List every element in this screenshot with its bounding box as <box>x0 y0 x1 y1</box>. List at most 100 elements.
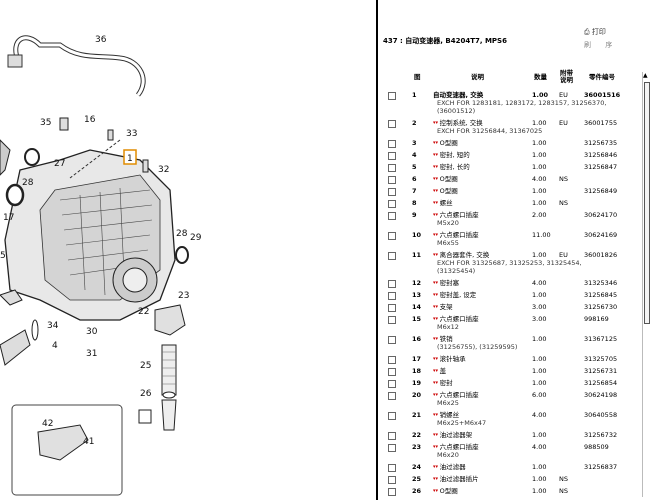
row-description: ▾▾ 盖 <box>433 367 447 375</box>
row-unit: EU <box>559 119 568 127</box>
print-button[interactable]: ⎙ 打印 <box>584 28 606 36</box>
row-note: EXCH FOR 1283181, 1283172, 1283157, 3125… <box>437 99 607 107</box>
callout-4[interactable]: 4 <box>52 341 58 351</box>
row-checkbox[interactable] <box>388 152 396 160</box>
scroll-thumb[interactable] <box>644 82 650 324</box>
row-checkbox[interactable] <box>388 464 396 472</box>
callout-16[interactable]: 16 <box>84 115 96 125</box>
header-fig: 图 <box>414 73 421 81</box>
row-description: ▾▾ 密封, 长的 <box>433 163 470 171</box>
row-part-number[interactable]: 31367125 <box>584 335 618 343</box>
row-checkbox[interactable] <box>388 432 396 440</box>
row-part-number[interactable]: 36001826 <box>584 251 618 259</box>
callout-27[interactable]: 27 <box>54 159 65 169</box>
callout-17[interactable]: 17 <box>3 213 14 223</box>
row-checkbox[interactable] <box>388 120 396 128</box>
callout-26[interactable]: 26 <box>140 389 152 399</box>
callout-25[interactable]: 25 <box>140 361 151 371</box>
callout-28[interactable]: 28 <box>22 178 34 188</box>
row-part-number[interactable]: 30640558 <box>584 411 618 419</box>
row-quantity: 1.00 <box>532 139 547 147</box>
row-checkbox[interactable] <box>388 488 396 496</box>
row-part-number[interactable]: 36001516 <box>584 91 621 99</box>
row-checkbox[interactable] <box>388 140 396 148</box>
row-checkbox[interactable] <box>388 336 396 344</box>
row-unit: EU <box>559 91 568 99</box>
row-part-number[interactable]: 31256837 <box>584 463 618 471</box>
row-checkbox[interactable] <box>388 304 396 312</box>
callout-32[interactable]: 32 <box>158 165 169 175</box>
parts-scrollbar[interactable]: ▲ <box>642 72 650 497</box>
row-checkbox[interactable] <box>388 200 396 208</box>
row-checkbox[interactable] <box>388 368 396 376</box>
row-part-number[interactable]: 31256854 <box>584 379 618 387</box>
row-part-number[interactable]: 31325705 <box>584 355 618 363</box>
header-part-number: 零件编号 <box>589 73 615 81</box>
row-part-number[interactable]: 31325346 <box>584 279 618 287</box>
row-part-number[interactable]: 31256735 <box>584 139 618 147</box>
row-part-number[interactable]: 31256846 <box>584 151 618 159</box>
row-part-number[interactable]: 31256732 <box>584 431 618 439</box>
callout-22[interactable]: 22 <box>138 307 149 317</box>
callout-23[interactable]: 23 <box>178 291 189 301</box>
row-checkbox[interactable] <box>388 252 396 260</box>
row-checkbox[interactable] <box>388 392 396 400</box>
callout-33[interactable]: 33 <box>126 129 137 139</box>
row-quantity: 4.00 <box>532 411 547 419</box>
row-fig-number: 7 <box>412 187 417 195</box>
row-quantity: 1.00 <box>532 199 547 207</box>
row-quantity: 1.00 <box>532 163 547 171</box>
row-part-number[interactable]: 998169 <box>584 315 609 323</box>
row-checkbox[interactable] <box>388 176 396 184</box>
row-checkbox[interactable] <box>388 232 396 240</box>
row-note: EXCH FOR 31256844, 31367025 <box>437 127 543 135</box>
callout-42[interactable]: 42 <box>42 419 53 429</box>
callout-41[interactable]: 41 <box>83 437 94 447</box>
callout-1-highlight[interactable] <box>123 149 137 165</box>
row-checkbox[interactable] <box>388 292 396 300</box>
row-fig-number: 2 <box>412 119 417 127</box>
callout-35[interactable]: 35 <box>40 118 51 128</box>
row-part-number[interactable]: 30624198 <box>584 391 618 399</box>
row-checkbox[interactable] <box>388 444 396 452</box>
row-fig-number: 13 <box>412 291 422 299</box>
row-part-number[interactable]: 31256849 <box>584 187 618 195</box>
callout-36[interactable]: 36 <box>95 35 107 45</box>
callout-30[interactable]: 30 <box>86 327 98 337</box>
row-checkbox[interactable] <box>388 164 396 172</box>
row-quantity: 1.00 <box>532 119 547 127</box>
row-part-number[interactable]: 31256847 <box>584 163 618 171</box>
row-checkbox[interactable] <box>388 356 396 364</box>
row-description: ▾▾ 六点螺口插座 <box>433 443 479 451</box>
row-checkbox[interactable] <box>388 380 396 388</box>
row-fig-number: 5 <box>412 163 417 171</box>
callout-28[interactable]: 28 <box>176 229 188 239</box>
row-note: (36001512) <box>437 107 476 115</box>
row-checkbox[interactable] <box>388 188 396 196</box>
callout-29[interactable]: 29 <box>190 233 202 243</box>
parts-list-title: 437 : 自动变速器, B4204T7, MPS6 <box>383 37 507 45</box>
callout-34[interactable]: 34 <box>47 321 59 331</box>
row-description: ▾▾ O型圈 <box>433 139 458 147</box>
row-part-number[interactable]: 30624170 <box>584 211 618 219</box>
row-part-number[interactable]: 31256845 <box>584 291 618 299</box>
row-part-number[interactable]: 30624169 <box>584 231 618 239</box>
scroll-up-icon[interactable]: ▲ <box>643 72 648 79</box>
row-checkbox[interactable] <box>388 92 396 100</box>
callout-5[interactable]: 5 <box>0 251 6 261</box>
row-checkbox[interactable] <box>388 476 396 484</box>
row-checkbox[interactable] <box>388 212 396 220</box>
row-checkbox[interactable] <box>388 280 396 288</box>
row-checkbox[interactable] <box>388 412 396 420</box>
row-description: ▾▾ 控制系统, 交换 <box>433 119 483 127</box>
header-qty: 数量 <box>534 73 547 81</box>
row-fig-number: 10 <box>412 231 422 239</box>
row-checkbox[interactable] <box>388 316 396 324</box>
row-part-number[interactable]: 31256730 <box>584 303 618 311</box>
row-part-number[interactable]: 988509 <box>584 443 609 451</box>
row-part-number[interactable]: 36001755 <box>584 119 618 127</box>
row-description: ▾▾ 密封塞 <box>433 279 460 287</box>
row-part-number[interactable]: 31256731 <box>584 367 618 375</box>
callout-31[interactable]: 31 <box>86 349 97 359</box>
callout-1-label[interactable]: 1 <box>127 154 133 164</box>
